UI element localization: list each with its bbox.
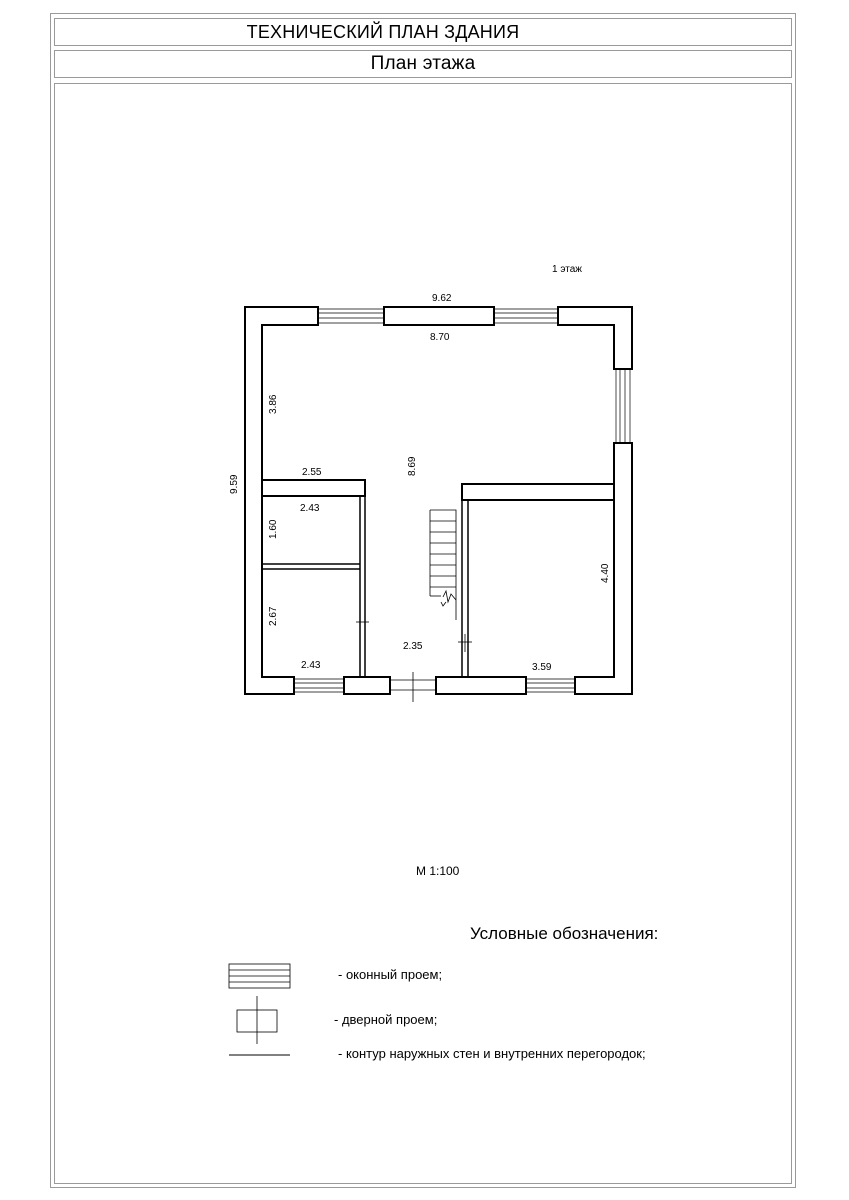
door-entrance	[390, 672, 436, 702]
outer-frame	[50, 13, 796, 1188]
wall-right-lower	[574, 442, 633, 695]
wall-bottom-right	[435, 676, 527, 695]
floor-label: 1 этаж	[552, 264, 582, 275]
scale-label: М 1:100	[416, 864, 460, 878]
legend-window-symbol	[228, 963, 291, 989]
partition-vertical-right	[461, 499, 469, 678]
dim-bath-depth: 2.67	[268, 606, 279, 626]
dim-corridor-width: 2.35	[403, 641, 423, 652]
wall-top-right	[557, 306, 633, 370]
wall-bottom-left	[343, 676, 391, 695]
window-bottom-right	[526, 678, 575, 693]
dim-bath-width: 2.43	[301, 660, 321, 671]
door-bath	[356, 615, 369, 630]
dim-right-room-depth: 4.40	[600, 563, 611, 583]
dim-right-room-width: 3.59	[532, 662, 552, 673]
window-bottom-left	[294, 678, 344, 693]
legend-walls-text: - контур наружных стен и внутренних пере…	[338, 1046, 646, 1061]
window-top-right	[494, 308, 558, 324]
legend-door-text: - дверной проем;	[334, 1012, 438, 1027]
page-subtitle: План этажа	[370, 53, 476, 74]
wall-top-middle	[383, 306, 495, 326]
window-right	[615, 369, 631, 443]
legend-door-symbol	[236, 996, 278, 1044]
dim-outer-width: 9.62	[432, 293, 452, 304]
partition-right-top	[461, 478, 615, 501]
partition-left-top	[262, 479, 366, 497]
door-right-room	[458, 634, 472, 652]
legend-window-text: - оконный проем;	[338, 967, 443, 982]
inner-frame	[54, 83, 792, 1184]
subtitle-row: План этажа	[54, 50, 792, 78]
dim-small-room-width: 2.43	[300, 503, 320, 514]
title-row: ТЕХНИЧЕСКИЙ ПЛАН ЗДАНИЯ	[54, 18, 792, 46]
dim-small-room-depth: 1.60	[268, 519, 279, 539]
window-top-left	[318, 308, 384, 324]
partition-small-room	[262, 563, 360, 570]
dim-hall-length: 8.69	[407, 456, 418, 476]
partition-vertical-left	[359, 495, 366, 678]
wall-left	[244, 306, 319, 695]
legend-title: Условные обозначения:	[470, 924, 659, 943]
dim-outer-height: 9.59	[229, 474, 240, 494]
dim-upper-room-depth: 3.86	[268, 394, 279, 414]
dim-partition-length: 2.55	[302, 467, 322, 478]
page-title: ТЕХНИЧЕСКИЙ ПЛАН ЗДАНИЯ	[246, 21, 520, 42]
dim-inner-width: 8.70	[430, 332, 450, 343]
staircase	[429, 509, 457, 620]
